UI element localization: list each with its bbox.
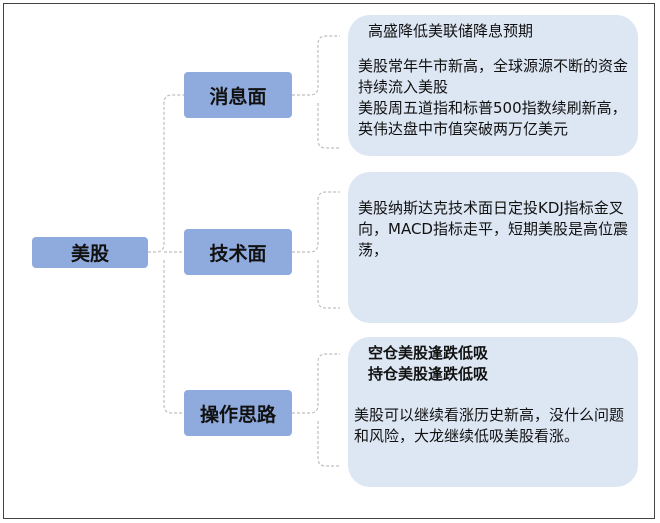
strategy-content-box: 空仓美股逢跌低吸 持仓美股逢跌低吸 美股可以继续看涨历史新高，没什么问题和风险，… [348, 337, 638, 487]
news-content-box: 高盛降低美联储降息预期 美股常年牛市新高，全球源源不断的资金持续流入美股 美股周… [348, 15, 638, 156]
branch-node-technical: 技术面 [184, 229, 292, 275]
spacer [358, 42, 628, 56]
strategy-bold-line: 空仓美股逢跌低吸 [368, 344, 489, 362]
strategy-text: 美股可以继续看涨历史新高，没什么问题和风险，大龙继续低吸美股看涨。 [354, 406, 625, 445]
strategy-bold-line: 持仓美股逢跌低吸 [368, 365, 489, 383]
technical-text: 美股纳斯达克技术面日定投KDJ指标金叉向，MACD指标走平，短期美股是高位震荡， [358, 199, 628, 259]
bracket-3 [292, 353, 340, 467]
technical-content-box: 美股纳斯达克技术面日定投KDJ指标金叉向，MACD指标走平，短期美股是高位震荡， [348, 172, 638, 323]
spacer [358, 385, 628, 405]
root-node: 美股 [32, 237, 148, 268]
branch-node-strategy: 操作思路 [184, 390, 292, 436]
root-bracket [148, 94, 184, 414]
branch-node-news: 消息面 [184, 72, 292, 118]
news-line: 美股周五道指和标普500指数续刷新高，英伟达盘中市值突破两万亿美元 [358, 99, 627, 138]
news-line: 美股常年牛市新高，全球源源不断的资金持续流入美股 [358, 57, 629, 96]
frame-border [3, 3, 655, 519]
bracket-1 [292, 35, 340, 149]
bracket-2 [292, 191, 340, 309]
news-headline: 高盛降低美联储降息预期 [368, 22, 534, 40]
